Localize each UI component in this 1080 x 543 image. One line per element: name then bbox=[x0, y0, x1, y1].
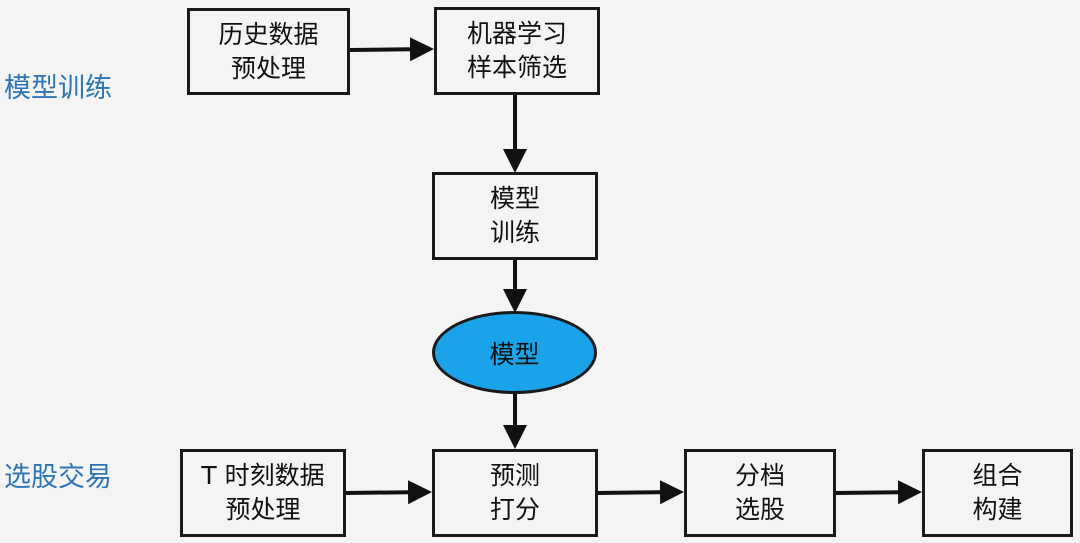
node-sample-select: 机器学习 样本筛选 bbox=[434, 7, 600, 95]
node-t-preprocess-line1: T 时刻数据 bbox=[201, 461, 325, 491]
node-portfolio-build: 组合 构建 bbox=[922, 449, 1073, 537]
node-model-train-line2: 训练 bbox=[489, 218, 540, 247]
node-sample-select-line1: 机器学习 bbox=[466, 19, 567, 49]
node-model-train-line1: 模型 bbox=[489, 184, 540, 214]
node-history-preprocess-line1: 历史数据 bbox=[218, 19, 319, 49]
arrow-grade-to-portfolio bbox=[834, 480, 922, 505]
node-t-preprocess: T 时刻数据 预处理 bbox=[180, 449, 346, 537]
section-label-trading: 选股交易 bbox=[4, 462, 112, 493]
node-model-train: 模型 训练 bbox=[432, 172, 598, 260]
arrow-predict-to-grade bbox=[596, 480, 684, 505]
node-grade-select: 分档 选股 bbox=[684, 449, 836, 537]
node-grade-select-line1: 分档 bbox=[734, 461, 785, 491]
node-history-preprocess: 历史数据 预处理 bbox=[187, 8, 350, 95]
node-portfolio-build-line1: 组合 bbox=[972, 461, 1023, 491]
node-model-label: 模型 bbox=[489, 339, 540, 369]
arrow-history-to-samples bbox=[348, 37, 434, 62]
arrow-tdata-to-predict bbox=[344, 480, 432, 505]
node-sample-select-line2: 样本筛选 bbox=[466, 53, 567, 82]
section-label-training: 模型训练 bbox=[4, 73, 112, 104]
node-grade-select-line2: 选股 bbox=[734, 495, 785, 524]
node-model: 模型 bbox=[432, 311, 597, 394]
node-predict-score: 预测 打分 bbox=[432, 449, 598, 537]
node-predict-score-line2: 打分 bbox=[489, 495, 540, 524]
node-t-preprocess-line2: 预处理 bbox=[225, 495, 301, 524]
node-predict-score-line1: 预测 bbox=[489, 461, 540, 491]
node-portfolio-build-line2: 构建 bbox=[972, 495, 1023, 524]
node-history-preprocess-line2: 预处理 bbox=[230, 53, 306, 83]
